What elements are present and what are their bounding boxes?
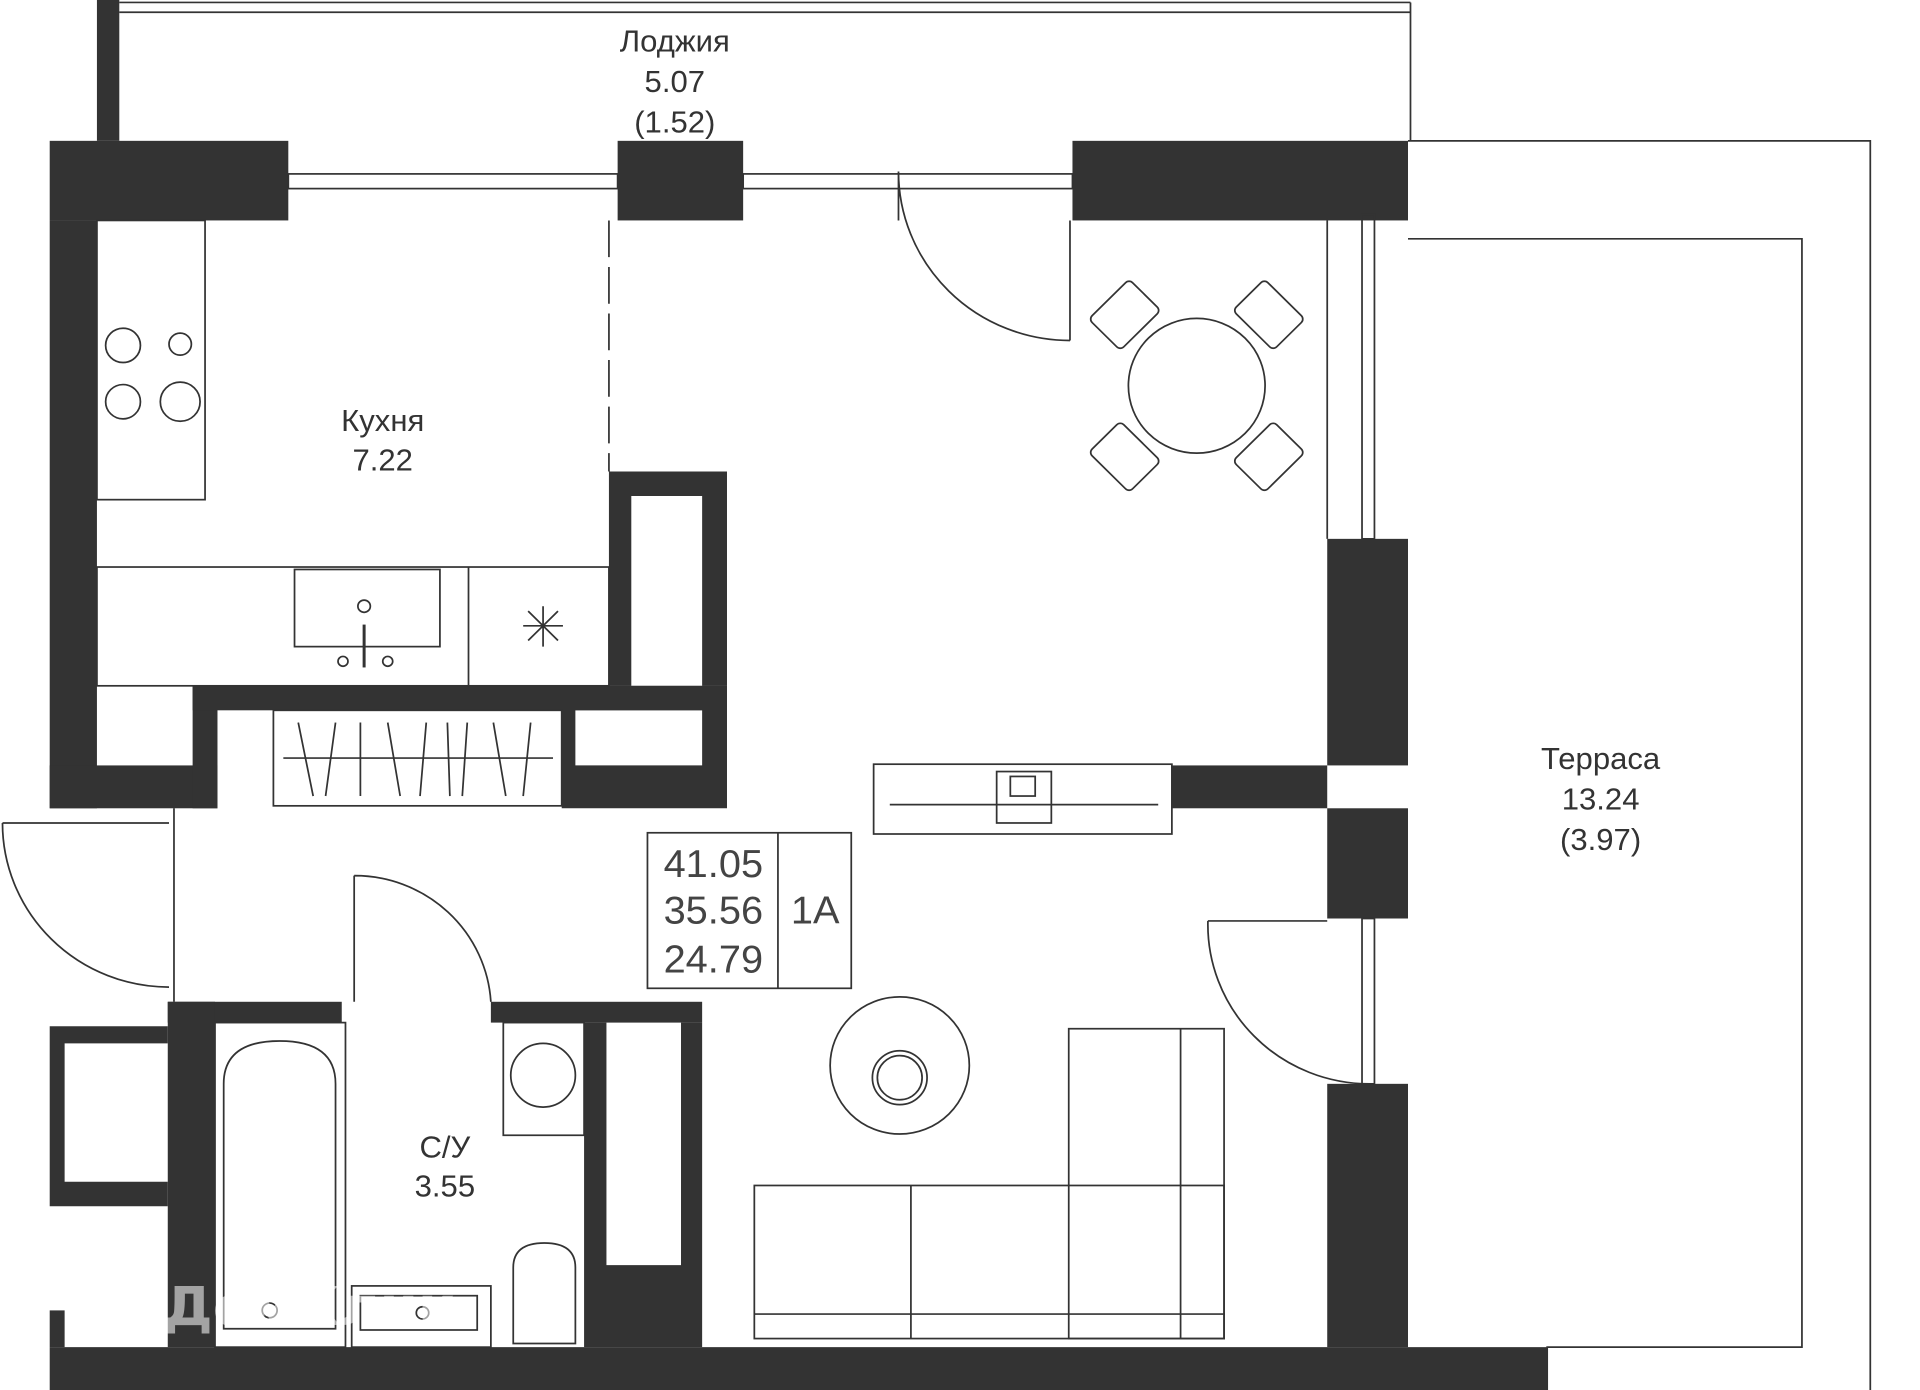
terrace-area: 13.24	[1562, 782, 1640, 817]
watermark-text: ДомКлик	[164, 1275, 455, 1338]
dining-table	[1089, 280, 1304, 492]
house-logo-icon	[83, 1256, 166, 1333]
living-area: 24.79	[664, 938, 764, 982]
doors	[1, 171, 1370, 1085]
area-without-balconies: 35.56	[664, 889, 764, 933]
terrace-name: Терраса	[1541, 741, 1661, 776]
loggia-name: Лоджия	[620, 24, 730, 59]
terrace-reduced-area: (3.97)	[1560, 822, 1641, 857]
watermark: ДомКлик	[83, 1256, 455, 1338]
windows	[173, 173, 1376, 1085]
apartment-type: 1А	[791, 889, 840, 933]
loggia: Лоджия 5.07 (1.52)	[96, 0, 1412, 141]
area-summary: 41.05 35.56 24.79 1А	[646, 831, 853, 990]
kitchen-name: Кухня	[341, 403, 424, 438]
walls	[49, 140, 1548, 1390]
terrace: Терраса 13.24 (3.97)	[1407, 139, 1872, 1390]
total-area: 41.05	[664, 842, 764, 886]
loggia-area: 5.07	[645, 64, 705, 99]
kitchen-area: 7.22	[353, 442, 413, 477]
bathroom: С/У 3.55	[214, 1021, 585, 1348]
living-furniture	[753, 763, 1225, 1340]
bathroom-name: С/У	[419, 1130, 470, 1165]
loggia-reduced-area: (1.52)	[634, 104, 715, 139]
kitchen: Кухня 7.22	[96, 219, 610, 807]
bathroom-area: 3.55	[415, 1169, 475, 1204]
